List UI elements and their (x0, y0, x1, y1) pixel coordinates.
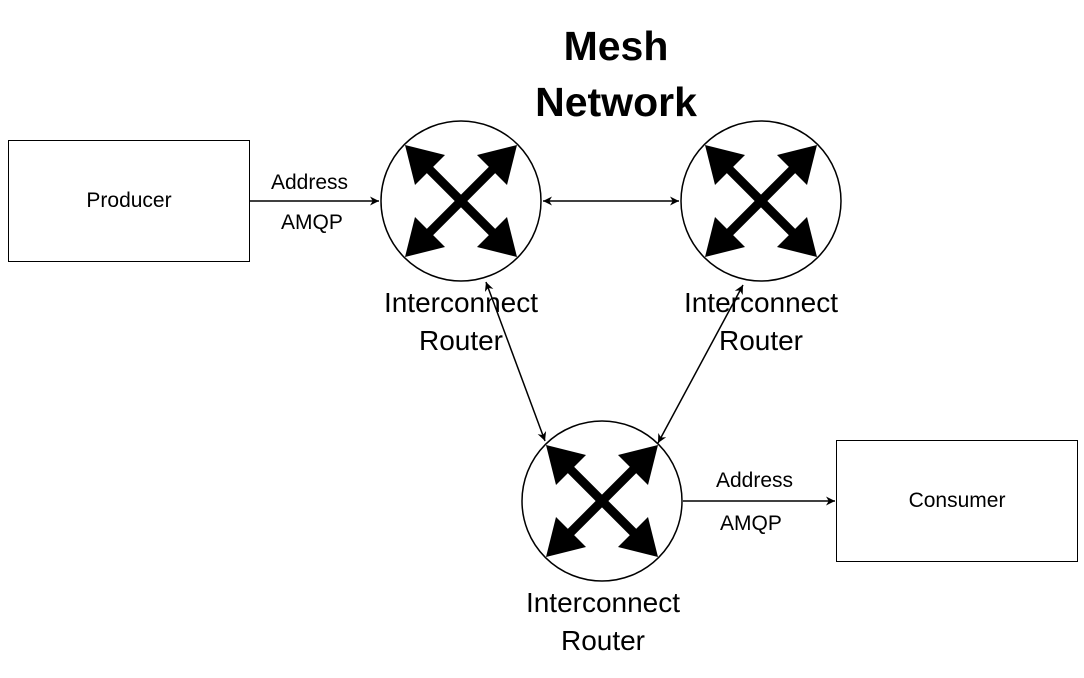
router-node-bottom (521, 420, 683, 582)
producer-label: Producer (86, 189, 172, 212)
router-label-line1: Interconnect (383, 287, 539, 318)
router-label-top-left: Interconnect Router (331, 284, 591, 360)
diagram-title-line1: Mesh (563, 23, 669, 69)
router-label-line2: Router (418, 325, 504, 356)
router-label-line1: Interconnect (525, 587, 681, 618)
router-label-bottom: Interconnect Router (473, 584, 733, 660)
producer-box: Producer (8, 140, 250, 262)
router-node-top-left (380, 120, 542, 282)
producer-edge-amqp-label: AMQP (281, 211, 343, 234)
router-node-top-right (680, 120, 842, 282)
diagram-title-line2: Network (535, 79, 697, 125)
router-label-line2: Router (560, 625, 646, 656)
consumer-edge-amqp-label: AMQP (720, 512, 782, 535)
consumer-label: Consumer (908, 489, 1006, 512)
router-label-top-right: Interconnect Router (631, 284, 891, 360)
edge-router1-router3 (484, 281, 547, 442)
router-label-line1: Interconnect (683, 287, 839, 318)
consumer-box: Consumer (836, 440, 1078, 562)
consumer-edge-address-label: Address (716, 469, 794, 492)
edge-router2-router3 (657, 284, 744, 444)
producer-edge-address-label: Address (271, 171, 349, 194)
router-label-line2: Router (718, 325, 804, 356)
